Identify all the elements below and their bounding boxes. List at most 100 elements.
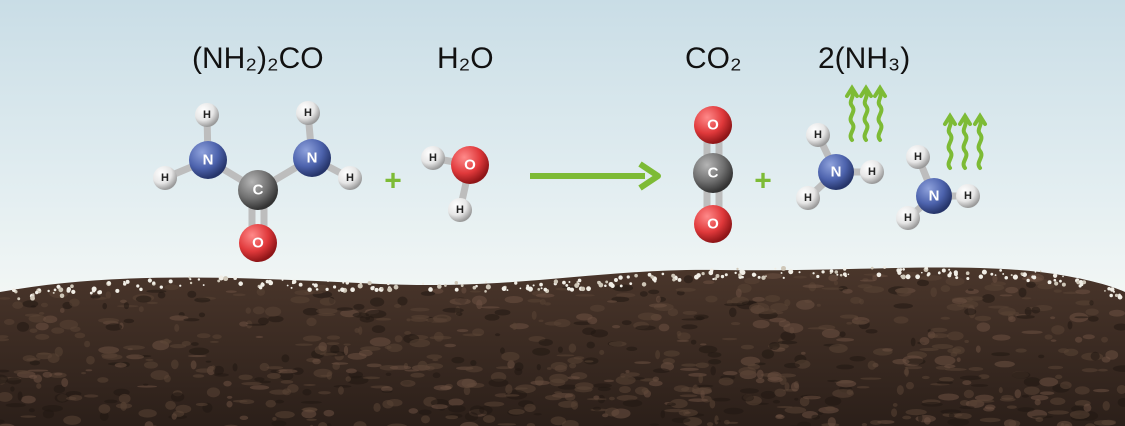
soil-clump — [1006, 405, 1017, 409]
soil-clump — [861, 422, 868, 426]
soil-clump — [504, 295, 524, 304]
soil-clump — [462, 333, 483, 337]
pebble — [325, 287, 329, 291]
soil-clump — [290, 296, 310, 304]
soil-clump — [584, 360, 594, 363]
soil-clump — [1101, 336, 1109, 343]
soil-clump — [484, 314, 500, 321]
atom-label: N — [831, 164, 842, 181]
hydrogen-atom — [448, 198, 472, 222]
soil-clump — [777, 373, 797, 378]
soil-clump — [615, 375, 636, 385]
reaction-arrow — [530, 161, 661, 191]
soil-clump — [568, 343, 577, 353]
soil-clump — [1051, 325, 1065, 335]
soil-clump — [950, 351, 958, 357]
wavy-arrow-icon — [946, 118, 954, 170]
pebble — [38, 288, 41, 292]
atom-label: O — [707, 117, 719, 134]
soil-clump — [761, 349, 775, 359]
soil-clump — [931, 343, 954, 349]
wavy-arrow-icon — [976, 118, 984, 170]
soil-clump — [442, 307, 464, 313]
hydrogen-atom — [956, 184, 980, 208]
soil-clump — [678, 409, 698, 417]
pebble — [437, 284, 442, 289]
soil-clump — [802, 395, 821, 400]
atom-label: H — [304, 107, 312, 119]
soil-clump — [706, 422, 714, 426]
soil-clump — [212, 334, 222, 340]
soil-clump — [484, 401, 505, 407]
soil-clump — [142, 383, 149, 386]
soil-clump — [765, 294, 781, 303]
soil-clump — [944, 364, 956, 369]
soil-clump — [105, 323, 123, 331]
soil-clump — [497, 423, 517, 426]
soil-clump — [625, 369, 630, 374]
oxygen-atom — [239, 224, 277, 262]
soil-clump — [448, 405, 466, 413]
pebble — [189, 281, 193, 285]
soil-clump — [869, 420, 882, 425]
soil-clump — [676, 290, 685, 296]
soil-clump — [10, 386, 15, 392]
pebble — [714, 277, 718, 281]
soil-clump — [611, 408, 631, 419]
soil-clump — [836, 379, 857, 388]
soil-clump — [896, 287, 912, 297]
soil-clump — [1038, 354, 1045, 359]
soil-clump — [213, 365, 225, 375]
soil-clump — [807, 327, 828, 330]
pebble — [739, 269, 744, 274]
soil-clump — [681, 318, 703, 321]
soil-clump — [802, 284, 825, 289]
pebble — [380, 287, 384, 290]
arrowhead-icon — [943, 112, 957, 126]
wavy-arrow-icon — [862, 90, 870, 142]
soil-clump — [326, 423, 332, 426]
soil-clump — [705, 295, 718, 303]
soil-clump — [624, 372, 640, 377]
soil-clump — [910, 337, 916, 347]
soil-clump — [345, 368, 357, 374]
soil-clump — [394, 335, 403, 343]
pebble — [345, 281, 350, 285]
soil-clump — [896, 385, 904, 395]
pebble — [197, 278, 201, 281]
soil-clump — [3, 318, 15, 325]
soil-clump — [22, 355, 36, 362]
soil-clump — [816, 303, 821, 307]
formula-water: H₂O — [437, 42, 494, 75]
soil-clump — [451, 356, 465, 364]
soil-clump — [892, 358, 910, 365]
soil-clump — [188, 347, 210, 355]
soil-clump — [619, 386, 631, 394]
pebble — [506, 289, 509, 292]
soil-clump — [936, 381, 953, 385]
soil-clump — [582, 327, 596, 336]
soil-clump — [856, 386, 870, 389]
soil-clump — [784, 406, 807, 414]
soil-clump — [432, 358, 439, 362]
soil-clump — [724, 303, 746, 307]
soil-clump — [833, 280, 839, 286]
soil-clump — [323, 409, 335, 417]
soil-clump — [352, 312, 369, 318]
atom-label: H — [429, 152, 437, 164]
soil-clump — [775, 414, 785, 420]
pebble — [847, 273, 850, 276]
oxygen-atom — [694, 106, 732, 144]
soil-clump — [974, 315, 992, 322]
pebble — [1109, 293, 1113, 298]
pebble — [843, 267, 847, 271]
soil-clump — [300, 401, 322, 404]
soil-clump — [98, 346, 120, 354]
pebble — [1104, 290, 1106, 292]
soil-clump — [675, 287, 696, 292]
pebble — [357, 283, 363, 289]
soil-clump — [673, 385, 690, 393]
soil-clump — [192, 374, 205, 378]
soil-clump — [35, 333, 50, 340]
soil-clump — [225, 290, 237, 293]
